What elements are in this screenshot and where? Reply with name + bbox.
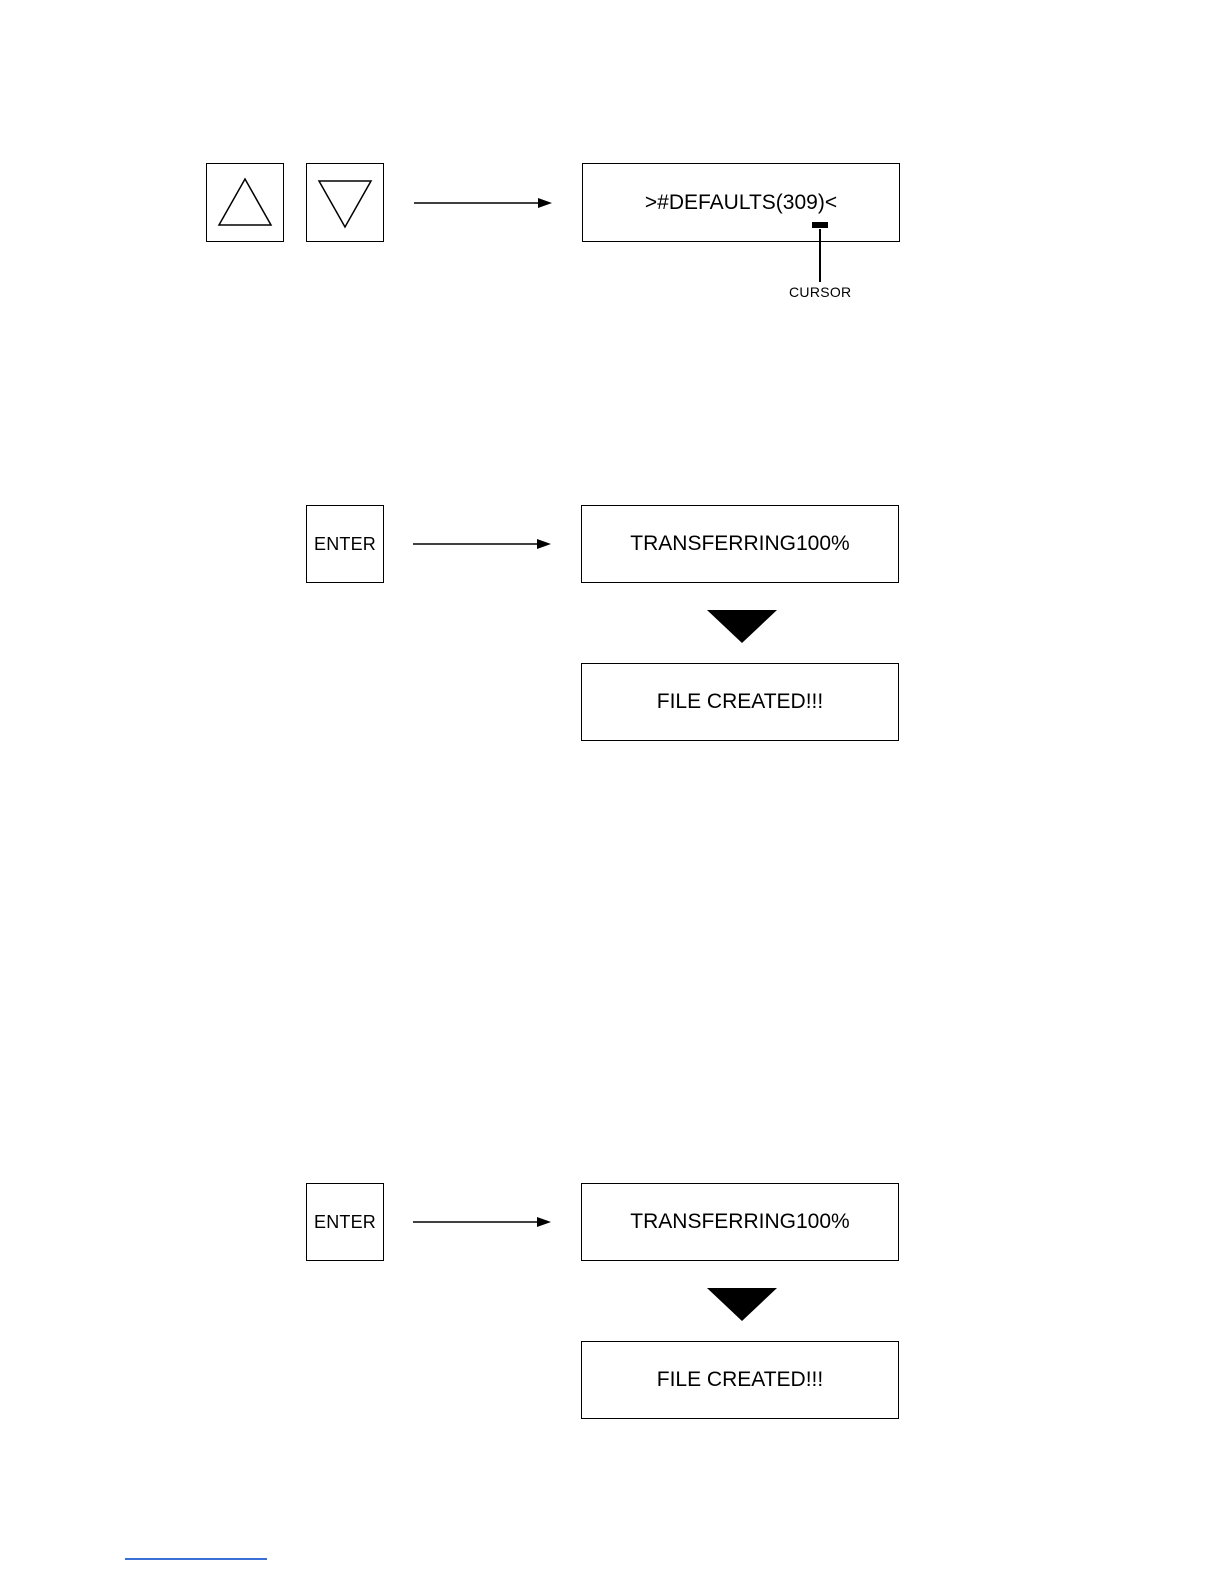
down-triangle-icon	[315, 175, 375, 231]
next-step-arrow	[706, 1287, 778, 1323]
transferring-display: TRANSFERRING100%	[581, 505, 899, 583]
file-created-display: FILE CREATED!!!	[581, 1341, 899, 1419]
enter-key[interactable]: ENTER	[306, 1183, 384, 1261]
down-arrow-key[interactable]	[306, 163, 384, 242]
display-text: >#DEFAULTS(309)<	[645, 191, 837, 215]
cursor-leader-line	[819, 229, 821, 282]
flow-arrow	[411, 1214, 553, 1230]
display-text: TRANSFERRING100%	[630, 532, 849, 556]
enter-key[interactable]: ENTER	[306, 505, 384, 583]
display-text: FILE CREATED!!!	[657, 690, 823, 714]
flow-arrow	[412, 195, 554, 211]
display-text: FILE CREATED!!!	[657, 1368, 823, 1392]
file-created-display: FILE CREATED!!!	[581, 663, 899, 741]
enter-key-label: ENTER	[314, 1212, 376, 1233]
defaults-display: >#DEFAULTS(309)<	[582, 163, 900, 242]
footnote-rule	[125, 1558, 267, 1560]
display-text: TRANSFERRING100%	[630, 1210, 849, 1234]
up-triangle-icon	[215, 175, 275, 231]
flow-arrow	[411, 536, 553, 552]
next-step-arrow	[706, 609, 778, 645]
transferring-display: TRANSFERRING100%	[581, 1183, 899, 1261]
enter-key-label: ENTER	[314, 534, 376, 555]
cursor-mark	[812, 222, 828, 228]
cursor-label: CURSOR	[789, 284, 851, 300]
up-arrow-key[interactable]	[206, 163, 284, 242]
